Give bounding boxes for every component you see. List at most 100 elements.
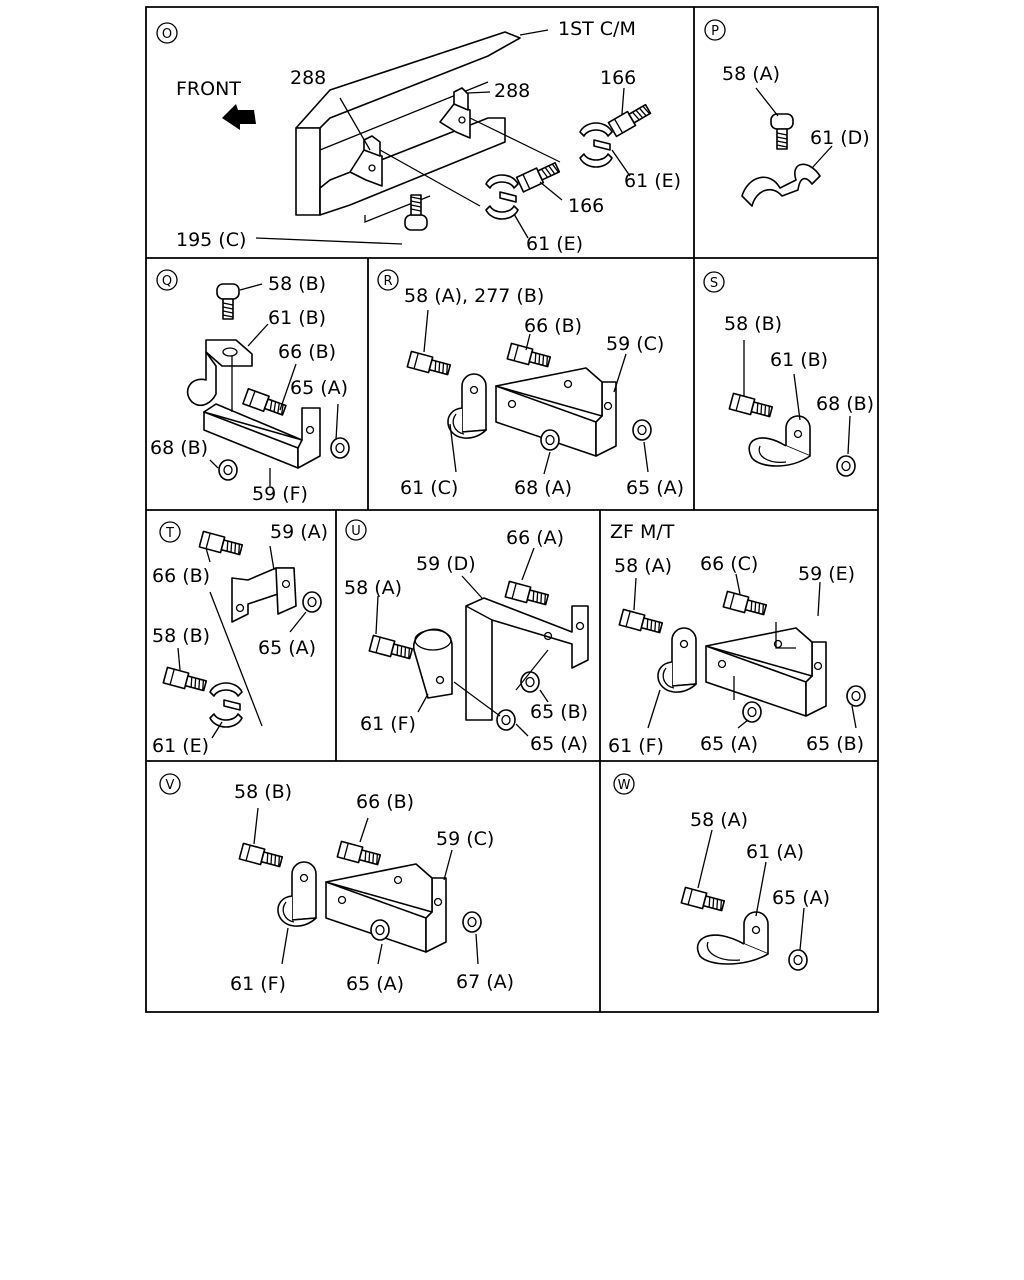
clip-icon [696, 911, 769, 965]
label-166-top: 166 [600, 67, 636, 89]
nut-icon [462, 911, 482, 933]
diagram-frame [145, 6, 879, 1013]
label-61f: 61 (F) [230, 973, 286, 995]
panel-s: S 58 (B) 61 (B) 68 (B) [703, 271, 874, 477]
label-59c: 59 (C) [436, 828, 494, 850]
bolt-icon [406, 350, 452, 379]
panel-v: V 58 (B) 66 (B) 59 (C) 61 (F) 65 (A) 67 … [159, 773, 514, 995]
label-58a: 58 (A) [722, 63, 780, 85]
bracket-icon [231, 567, 297, 623]
bolt-icon [368, 634, 414, 663]
panel-q-marker: Q [156, 269, 178, 291]
nut-icon [218, 459, 238, 481]
nut-icon [330, 437, 350, 459]
label-58a: 58 (A) [690, 809, 748, 831]
label-59c: 59 (C) [606, 333, 664, 355]
panel-w-marker: W [613, 773, 635, 795]
label-65a: 65 (A) [258, 637, 316, 659]
label-61e-bottom: 61 (E) [526, 233, 583, 255]
clip-icon [748, 415, 811, 467]
panel-p: P 58 (A) 61 (D) [704, 19, 870, 207]
label-61e: 61 (E) [152, 735, 209, 757]
label-68b: 68 (B) [816, 393, 874, 415]
panel-p-marker: P [704, 19, 726, 41]
nut-icon [302, 591, 322, 613]
label-58b: 58 (B) [724, 313, 782, 335]
front-label: FRONT [176, 78, 241, 100]
clip-icon [413, 628, 453, 699]
label-195c: 195 (C) [176, 229, 246, 251]
panel-p-id: P [711, 24, 719, 39]
nut-icon [632, 419, 652, 441]
note-1st-cm: 1ST C/M [558, 18, 636, 40]
label-61e-top: 61 (E) [624, 170, 681, 192]
panel-u: U 66 (A) 59 (D) 58 (A) 65 (B) 61 (F) 65 … [344, 519, 589, 755]
bracket-icon [203, 356, 321, 469]
bolt-icon [728, 392, 774, 421]
bolt-icon [770, 113, 794, 150]
nut-icon [540, 429, 560, 451]
label-66a: 66 (A) [506, 527, 564, 549]
label-59a: 59 (A) [270, 521, 328, 543]
label-58a: 58 (A) [614, 555, 672, 577]
label-65b: 65 (B) [806, 733, 864, 755]
panel-q: Q 58 (B) 61 (B) 66 (B) 65 (A) 68 (B) 59 … [150, 269, 350, 505]
front-arrow-icon [222, 104, 256, 130]
nut-icon [496, 709, 516, 731]
clip-icon [209, 682, 243, 728]
label-59f: 59 (F) [252, 483, 308, 505]
panel-s-id: S [710, 276, 718, 291]
clip-icon [579, 122, 613, 168]
panel-v-id: V [166, 778, 175, 793]
label-67a: 67 (A) [456, 971, 514, 993]
label-68a: 68 (A) [514, 477, 572, 499]
label-66b: 66 (B) [152, 565, 210, 587]
clip-icon [485, 174, 519, 220]
clip-icon [186, 339, 253, 407]
label-59e: 59 (E) [798, 563, 855, 585]
bolt-icon [216, 283, 240, 320]
bolt-icon [515, 159, 562, 193]
panel-o-id: O [162, 27, 172, 42]
clip-icon [447, 373, 487, 439]
bracket-icon [465, 597, 589, 721]
nut-icon [742, 701, 762, 723]
bolt-icon [404, 194, 428, 231]
bolt-icon [198, 530, 244, 559]
label-166-bottom: 166 [568, 195, 604, 217]
clip-icon [741, 163, 821, 207]
panel-r-marker: R [377, 269, 399, 291]
crossmember-drawing [295, 31, 561, 223]
bolt-icon [618, 608, 664, 637]
label-65a: 65 (A) [700, 733, 758, 755]
label-58b: 58 (B) [152, 625, 210, 647]
label-65a: 65 (A) [772, 887, 830, 909]
panel-t-id: T [165, 526, 174, 541]
clip-icon [277, 861, 317, 927]
label-288-left: 288 [290, 67, 326, 89]
label-65b: 65 (B) [530, 701, 588, 723]
panel-r: R 58 (A), 277 (B) 66 (B) 59 (C) 61 (C) 6… [377, 269, 684, 499]
label-65a: 65 (A) [346, 973, 404, 995]
label-61b: 61 (B) [770, 349, 828, 371]
panel-o-marker: O [156, 22, 178, 44]
label-65a: 65 (A) [626, 477, 684, 499]
label-61c: 61 (C) [400, 477, 458, 499]
panel-r-id: R [383, 274, 392, 289]
bolt-icon [607, 101, 653, 138]
bolt-icon [238, 842, 284, 871]
nut-icon [788, 949, 808, 971]
label-61b: 61 (B) [268, 307, 326, 329]
panel-zf-title: ZF M/T [610, 521, 675, 543]
bolt-icon [504, 580, 550, 609]
label-61a: 61 (A) [746, 841, 804, 863]
nut-icon [836, 455, 856, 477]
bracket-288-left [349, 135, 383, 187]
label-66b: 66 (B) [524, 315, 582, 337]
label-59d: 59 (D) [416, 553, 476, 575]
panel-u-id: U [351, 524, 361, 539]
nut-icon [370, 919, 390, 941]
panel-t: T 59 (A) 66 (B) 65 (A) 58 (B) 61 (E) [152, 521, 328, 757]
label-66b: 66 (B) [356, 791, 414, 813]
